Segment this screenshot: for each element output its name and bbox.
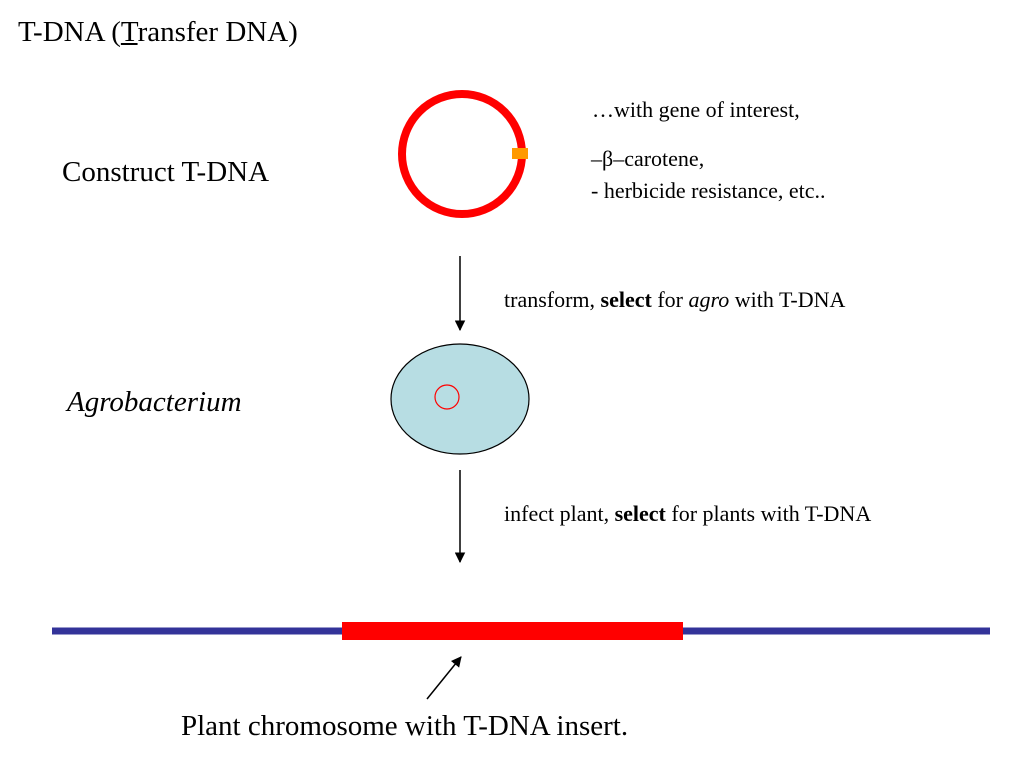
step1-text-before: transform, <box>504 287 601 312</box>
gene-example-herbicide: - herbicide resistance, etc.. <box>591 178 826 203</box>
agrobacterium-cell <box>390 343 530 455</box>
gene-of-interest-note: …with gene of interest, <box>592 97 800 122</box>
title-prefix: T-DNA ( <box>18 16 121 48</box>
plasmid-ring <box>398 90 526 218</box>
tdna-insert <box>342 622 683 640</box>
cell-plasmid <box>434 384 460 410</box>
construct-label: Construct T-DNA <box>62 156 270 188</box>
agrobacterium-label: Agrobacterium <box>67 386 242 418</box>
step2-text-before: infect plant, <box>504 501 615 526</box>
slide-title: T-DNA (Transfer DNA) <box>18 18 298 47</box>
step1-text-middle: for <box>651 287 689 312</box>
step2-text-bold: select <box>614 501 666 526</box>
gene-insert-marker <box>512 148 528 159</box>
title-suffix: ransfer DNA) <box>137 16 298 48</box>
gene-example-carotene: –β–carotene, <box>591 146 705 171</box>
chromosome-caption: Plant chromosome with T-DNA insert. <box>181 710 629 742</box>
infect-step-note: infect plant, select for plants with T-D… <box>504 503 871 525</box>
transform-step-note: transform, select for agro with T-DNA <box>504 289 845 311</box>
step1-text-bold: select <box>600 287 652 312</box>
step1-text-italic: agro <box>688 287 730 312</box>
step2-text-after: for plants with T-DNA <box>665 501 872 526</box>
insert-pointer-arrow <box>426 656 462 700</box>
step1-text-after: with T-DNA <box>729 287 846 312</box>
title-underlined-letter: T <box>120 16 138 48</box>
